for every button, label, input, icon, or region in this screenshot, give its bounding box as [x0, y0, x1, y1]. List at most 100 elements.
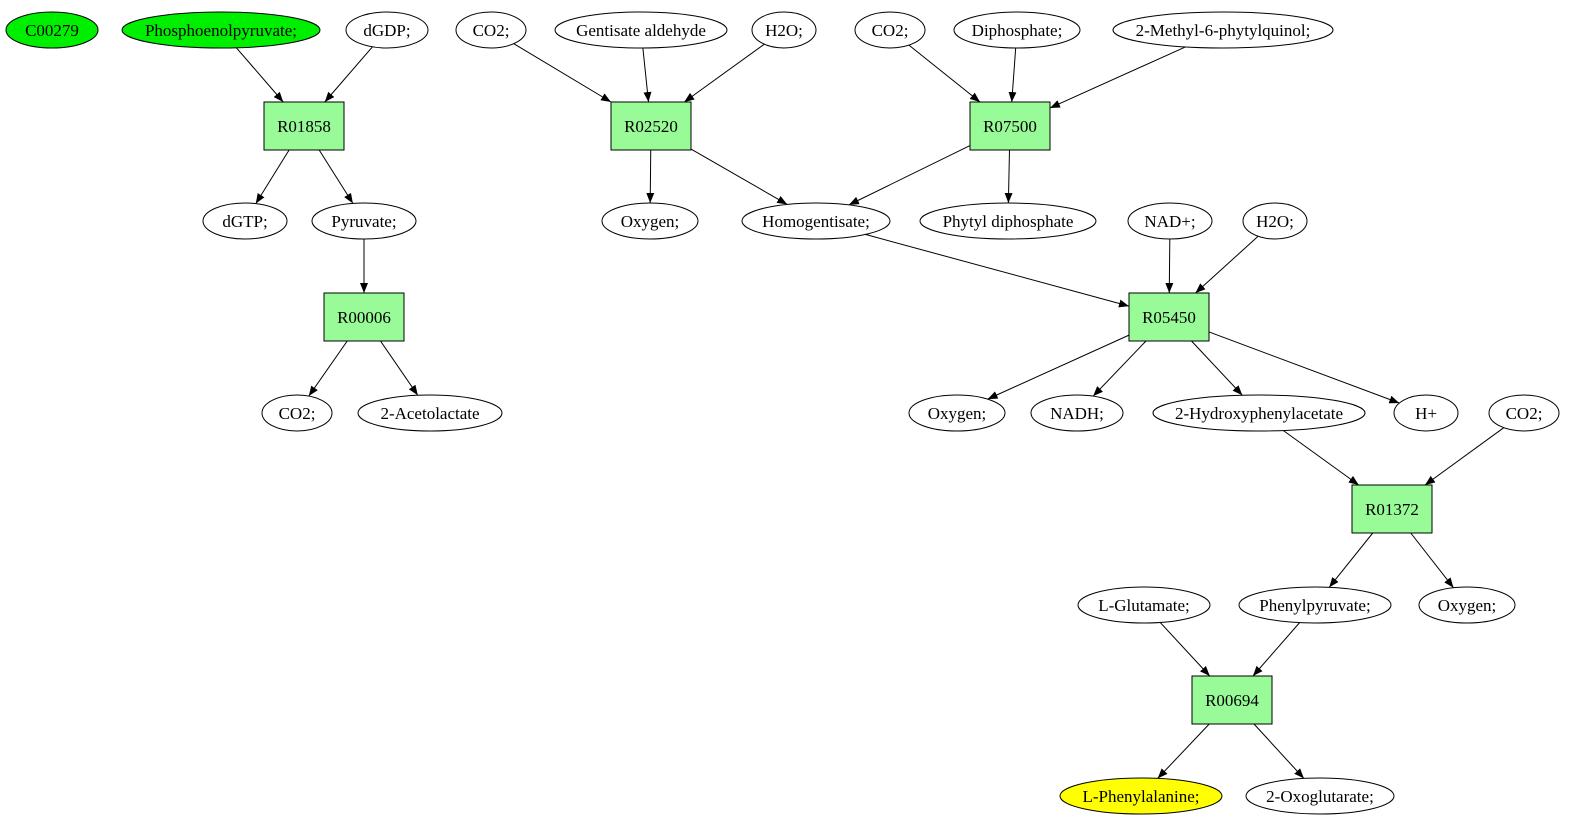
edge-h2ob-to-r05450 [1195, 235, 1259, 294]
compound-node-phytyl[interactable]: Phytyl diphosphate [919, 202, 1097, 240]
node-label: 2-Hydroxyphenylacetate [1175, 404, 1343, 423]
edge-gent-to-r02520 [642, 47, 652, 103]
node-label: R02520 [624, 117, 678, 136]
compound-ellipse [908, 394, 1006, 432]
compound-node-nadh[interactable]: NADH; [1030, 394, 1124, 432]
reaction-box [1128, 292, 1210, 342]
compound-node-acetol[interactable]: 2-Acetolactate [357, 394, 503, 432]
compound-node-hplus[interactable]: H+ [1393, 394, 1459, 432]
compound-ellipse [311, 202, 417, 240]
node-label: C00279 [25, 21, 79, 40]
node-label: Oxygen; [1438, 596, 1497, 615]
edge-hpa-to-r01372 [1282, 430, 1360, 486]
compound-node-glu[interactable]: L-Glutamate; [1077, 586, 1211, 624]
node-label: Phenylpyruvate; [1259, 596, 1370, 615]
node-label: Phytyl diphosphate [943, 212, 1074, 231]
compound-node-hpa[interactable]: 2-Hydroxyphenylacetate [1152, 394, 1366, 432]
reaction-node-r02520[interactable]: R02520 [610, 101, 692, 151]
compound-ellipse [1238, 586, 1392, 624]
edge-r01858-to-pyr [318, 149, 354, 204]
compound-ellipse [1245, 777, 1395, 815]
reaction-box [610, 101, 692, 151]
reaction-node-r00006[interactable]: R00006 [323, 292, 405, 342]
compound-ellipse [357, 394, 503, 432]
compound-ellipse [202, 202, 288, 240]
edge-r05450-to-hpa [1191, 340, 1243, 396]
reaction-node-r01858[interactable]: R01858 [263, 101, 345, 151]
compound-node-pep[interactable]: Phosphoenolpyruvate; [121, 11, 321, 49]
compound-ellipse [1077, 586, 1211, 624]
compound-node-gent[interactable]: Gentisate aldehyde [554, 11, 728, 49]
node-label: dGDP; [363, 21, 410, 40]
edge-co2b-to-r07500 [908, 44, 981, 103]
reaction-node-r05450[interactable]: R05450 [1128, 292, 1210, 342]
compound-node-h2oa[interactable]: H2O; [751, 11, 817, 49]
edge-diph-to-r07500 [1008, 47, 1017, 103]
compound-node-oxyc[interactable]: Oxygen; [1418, 586, 1516, 624]
node-label: CO2; [872, 21, 909, 40]
edge-homog-to-r05450 [865, 233, 1130, 308]
compound-ellipse [751, 11, 817, 49]
compound-node-diph[interactable]: Diphosphate; [953, 11, 1081, 49]
compound-node-co2b[interactable]: CO2; [854, 11, 926, 49]
edge-r00694-to-phe [1157, 723, 1210, 779]
compound-ellipse [554, 11, 728, 49]
compound-ellipse [345, 11, 429, 49]
compound-node-dgdp[interactable]: dGDP; [345, 11, 429, 49]
compound-ellipse [1488, 394, 1560, 432]
edge-r00006-to-acetol [380, 340, 419, 396]
edge-mpq-to-r07500 [1049, 46, 1186, 109]
compound-node-co2d[interactable]: CO2; [1488, 394, 1560, 432]
compound-node-co2a[interactable]: CO2; [455, 11, 527, 49]
node-label: 2-Oxoglutarate; [1266, 787, 1374, 806]
reaction-node-r01372[interactable]: R01372 [1351, 484, 1433, 534]
compound-node-phepyr[interactable]: Phenylpyruvate; [1238, 586, 1392, 624]
reaction-node-r00694[interactable]: R00694 [1191, 675, 1273, 725]
reaction-box [323, 292, 405, 342]
edge-phepyr-to-r00694 [1252, 622, 1300, 677]
compound-node-dgtp[interactable]: dGTP; [202, 202, 288, 240]
compound-ellipse [1059, 777, 1223, 815]
compound-node-phe[interactable]: L-Phenylalanine; [1059, 777, 1223, 815]
compound-ellipse [121, 11, 321, 49]
edge-r01372-to-phepyr [1328, 532, 1374, 588]
node-label: Oxygen; [621, 212, 680, 231]
compound-node-pyr[interactable]: Pyruvate; [311, 202, 417, 240]
node-label: Pyruvate; [331, 212, 396, 231]
compound-node-oxoglu[interactable]: 2-Oxoglutarate; [1245, 777, 1395, 815]
nodes-layer: C00279 Phosphoenolpyruvate; dGDP; CO2; Genti… [5, 11, 1560, 815]
compound-ellipse [1112, 11, 1334, 49]
node-label: CO2; [279, 404, 316, 423]
edge-r00694-to-oxoglu [1253, 723, 1305, 779]
edge-r07500-to-homog [848, 145, 971, 206]
reaction-box [263, 101, 345, 151]
edge-r05450-to-oxyb [987, 334, 1130, 400]
compound-node-nad[interactable]: NAD+; [1127, 202, 1213, 240]
node-label: L-Glutamate; [1098, 596, 1190, 615]
node-label: CO2; [473, 21, 510, 40]
compound-node-oxya[interactable]: Oxygen; [601, 202, 699, 240]
compound-node-c00279[interactable]: C00279 [5, 11, 99, 49]
compound-ellipse [953, 11, 1081, 49]
compound-node-homog[interactable]: Homogentisate; [741, 202, 891, 240]
node-label: R01372 [1365, 500, 1419, 519]
edge-r02520-to-oxya [646, 149, 655, 204]
compound-ellipse [1418, 586, 1516, 624]
compound-node-h2ob[interactable]: H2O; [1242, 202, 1308, 240]
compound-ellipse [601, 202, 699, 240]
reaction-node-r07500[interactable]: R07500 [969, 101, 1051, 151]
compound-node-co2c[interactable]: CO2; [261, 394, 333, 432]
compound-ellipse [1152, 394, 1366, 432]
compound-ellipse [1242, 202, 1308, 240]
node-label: H2O; [765, 21, 803, 40]
node-label: Oxygen; [928, 404, 987, 423]
node-label: R00006 [337, 308, 391, 327]
compound-node-mpq[interactable]: 2-Methyl-6-phytylquinol; [1112, 11, 1334, 49]
compound-ellipse [261, 394, 333, 432]
compound-node-oxyb[interactable]: Oxygen; [908, 394, 1006, 432]
reaction-box [1191, 675, 1273, 725]
node-label: CO2; [1506, 404, 1543, 423]
node-label: 2-Methyl-6-phytylquinol; [1136, 21, 1311, 40]
compound-ellipse [5, 11, 99, 49]
edge-r01858-to-dgtp [255, 149, 290, 204]
